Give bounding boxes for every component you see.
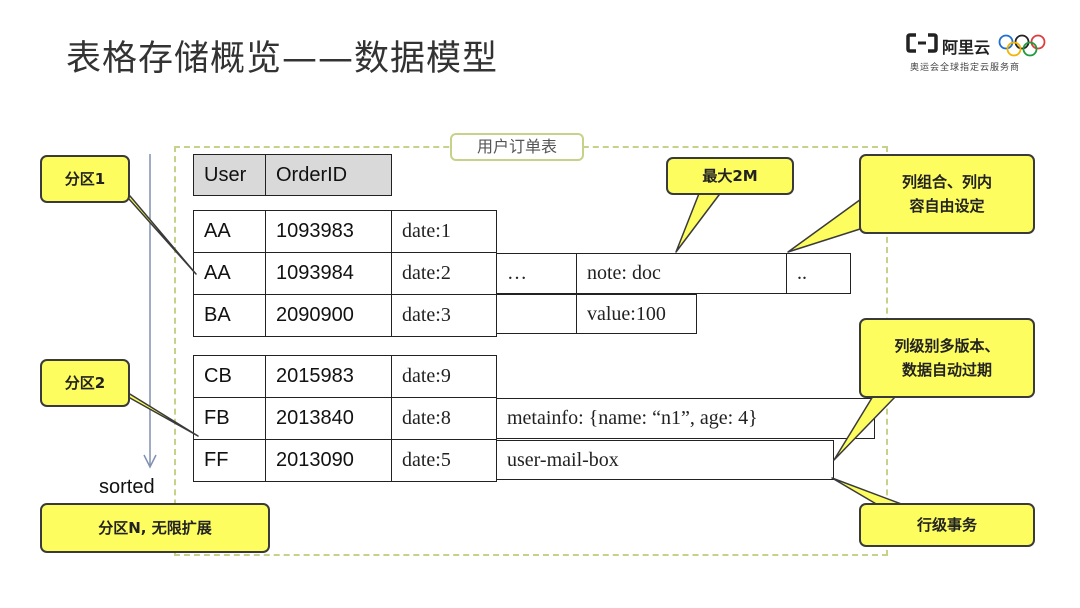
row6-date: date:5 [391, 439, 497, 482]
callout-versions-line2: 数据自动过期 [901, 361, 992, 379]
row4-orderid: 2015983 [265, 355, 392, 398]
versions-tail [833, 387, 897, 461]
row2-date: date:2 [391, 252, 497, 295]
row2-more: .. [786, 253, 851, 294]
callout-versions-line1: 列级别多版本、 [894, 337, 1000, 355]
callout-columns: 列组合、列内 容自由设定 [859, 154, 1035, 234]
logo-tagline: 奥运会全球指定云服务商 [910, 63, 1021, 73]
aliyun-logo: 阿里云 奥运会全球指定云服务商 [906, 32, 1056, 78]
row3-value: value:100 [576, 294, 697, 334]
row2-ellipsis: … [496, 253, 577, 294]
sorted-arrow-head [143, 454, 157, 469]
olympic-rings-icon [998, 34, 1046, 57]
row3-date: date:3 [391, 294, 497, 337]
row4-user: CB [193, 355, 266, 398]
callout-transaction: 行级事务 [859, 503, 1035, 547]
page-title: 表格存储概览——数据模型 [66, 39, 499, 79]
row3-orderid: 2090900 [265, 294, 392, 337]
row6-orderid: 2013090 [265, 439, 392, 482]
max2m-tail [675, 190, 723, 253]
row2-note: note: doc [576, 253, 787, 294]
callout-partitionN: 分区N, 无限扩展 [40, 503, 270, 553]
row4-date: date:9 [391, 355, 497, 398]
aliyun-mark-icon [906, 33, 938, 53]
table-name-label: 用户订单表 [450, 133, 584, 161]
callout-partition1: 分区1 [40, 155, 130, 203]
row5-orderid: 2013840 [265, 397, 392, 440]
row1-orderid: 1093983 [265, 210, 392, 253]
row1-date: date:1 [391, 210, 497, 253]
callout-columns-line2: 容自由设定 [909, 197, 985, 215]
logo-brand-text: 阿里云 [942, 38, 991, 57]
row3-empty [496, 294, 577, 334]
header-user: User [193, 154, 266, 196]
row6-mailbox: user-mail-box [496, 440, 834, 480]
row5-metainfo: metainfo: {name: “n1”, age: 4} [496, 398, 875, 439]
callout-columns-line1: 列组合、列内 [901, 173, 992, 191]
transaction-tail [831, 477, 905, 506]
sorted-label: sorted [99, 476, 155, 498]
header-orderid: OrderID [265, 154, 392, 196]
row5-user: FB [193, 397, 266, 440]
callout-partition2: 分区2 [40, 359, 130, 407]
row6-user: FF [193, 439, 266, 482]
callout-max2m: 最大2M [666, 157, 794, 195]
callout-versions: 列级别多版本、 数据自动过期 [859, 318, 1035, 398]
row2-orderid: 1093984 [265, 252, 392, 295]
row2-user: AA [193, 252, 266, 295]
row3-user: BA [193, 294, 266, 337]
